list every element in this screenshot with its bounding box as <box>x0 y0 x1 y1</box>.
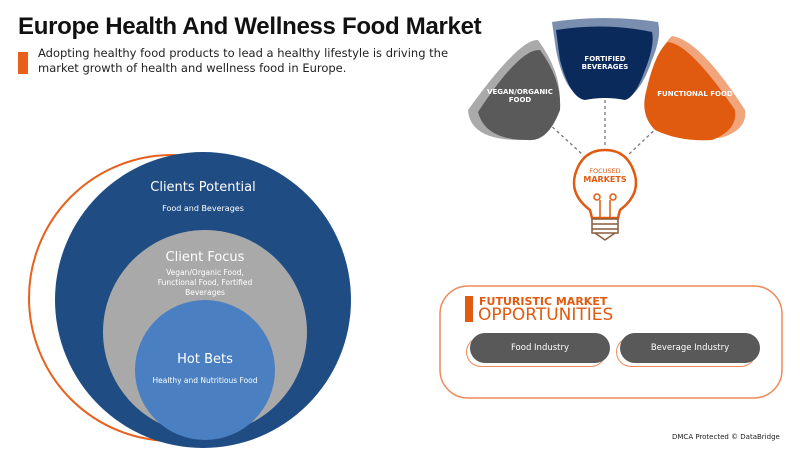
client-focus-title: Client Focus <box>165 250 245 265</box>
client-focus-detail: Vegan/Organic Food, Functional Food, For… <box>157 268 253 297</box>
hot-bets-detail: Healthy and Nutritious Food <box>152 376 258 385</box>
clients-potential-detail: Food and Beverages <box>162 204 244 213</box>
opportunities-title-bottom: OPPORTUNITIES <box>478 305 614 325</box>
clients-potential-title: Clients Potential <box>150 180 256 195</box>
focused-label-bottom: MARKETS <box>583 175 627 184</box>
opportunities-frame <box>439 285 783 399</box>
page-title: Europe Health And Wellness Food Market <box>18 13 482 40</box>
opportunity-beverage-industry: Beverage Industry <box>620 333 760 363</box>
segment-functional-food <box>644 42 736 141</box>
page-subtitle: Adopting healthy food products to lead a… <box>38 46 449 75</box>
accent-bar <box>18 52 28 74</box>
opportunity-food-industry: Food Industry <box>470 333 610 363</box>
lightbulb-icon <box>572 148 638 220</box>
segment-vegan-label: VEGAN/ORGANIC FOOD <box>487 88 553 104</box>
segment-functional-label: FUNCTIONAL FOOD <box>657 90 733 98</box>
opportunities-title-top: FUTURISTIC MARKET <box>479 295 608 308</box>
circle-hot-bets <box>135 300 275 440</box>
hot-bets-title: Hot Bets <box>177 352 233 367</box>
focused-label-top: FOCUSED <box>589 167 621 175</box>
opportunities-accent-bar <box>465 296 473 322</box>
segment-fortified-label: FORTIFIED BEVERAGES <box>581 55 629 71</box>
segment-fortified-beverages <box>556 26 653 101</box>
footer-dmca: DMCA Protected © DataBridge <box>672 433 780 441</box>
segment-vegan-organic <box>478 49 561 141</box>
bulb-base-icon <box>591 218 619 241</box>
